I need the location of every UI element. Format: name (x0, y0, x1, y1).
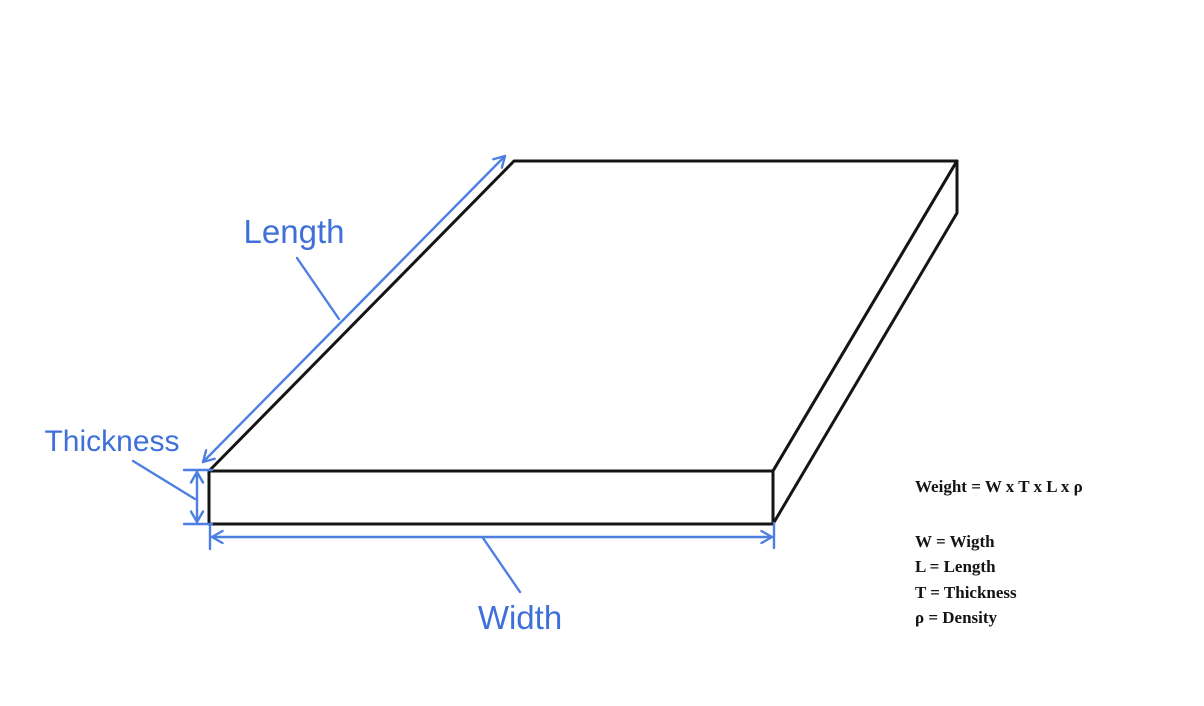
length-label: Length (244, 213, 345, 250)
formula-block: Weight = W x T x L x ρ W = Wigth L = Len… (915, 477, 1083, 631)
formula-definitions: W = Wigth L = Length T = Thickness ρ = D… (915, 529, 1083, 631)
dimension-annotations (131, 154, 776, 594)
length-dimension-arrow (201, 154, 507, 464)
width-label: Width (478, 599, 562, 636)
plate-right-face (771, 159, 959, 526)
width-leader-line (481, 536, 522, 594)
thickness-leader-line (131, 459, 197, 501)
length-leader-line (295, 256, 341, 321)
definition-thickness: T = Thickness (915, 582, 1017, 602)
definition-density: ρ = Density (915, 608, 998, 628)
weight-equation: Weight = W x T x L x ρ (915, 477, 1083, 496)
plate-top-face (207, 159, 959, 473)
definition-width: W = Wigth (915, 532, 995, 551)
thickness-label: Thickness (44, 425, 179, 458)
definition-length: L = Length (915, 557, 996, 577)
plate-front-face (207, 469, 775, 526)
